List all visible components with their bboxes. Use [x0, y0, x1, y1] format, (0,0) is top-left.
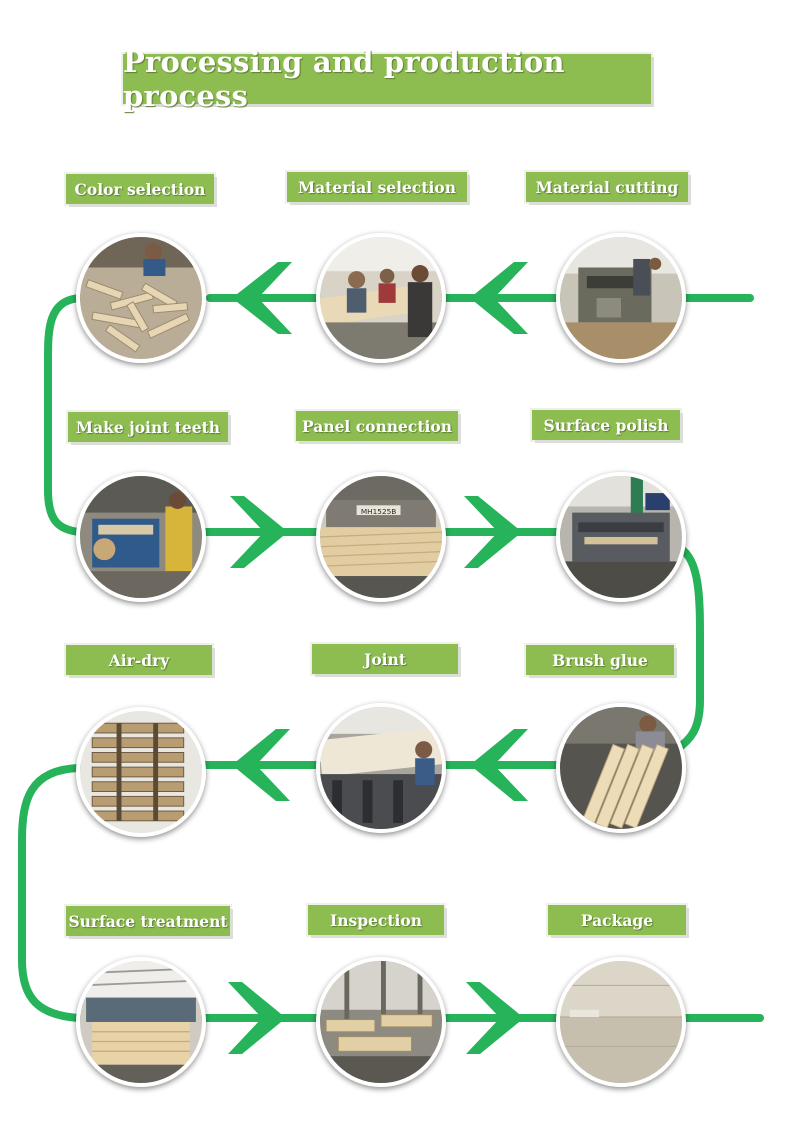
page-title-box: Processing and production process — [123, 45, 651, 113]
step-label-brush-glue: Brush glue — [526, 645, 674, 675]
step-label-color-selection: Color selection — [66, 174, 214, 204]
workers-selection-photo — [316, 233, 446, 363]
joint-press-photo — [316, 703, 446, 833]
treatment-line-photo — [76, 957, 206, 1087]
arrow-left-icon — [232, 729, 290, 801]
polishing-machine-photo — [556, 472, 686, 602]
step-label-air-dry: Air-dry — [66, 645, 212, 675]
panel-connection-machine-photo: MH1525B — [316, 472, 446, 602]
step-label-surface-polish: Surface polish — [532, 410, 680, 440]
arrow-right-icon — [464, 496, 522, 568]
step-label-joint: Joint — [312, 644, 458, 674]
packaged-panels-photo — [556, 957, 686, 1087]
arrow-left-icon — [470, 729, 528, 801]
finger-joint-machine-photo — [76, 472, 206, 602]
step-label-material-selection: Material selection — [287, 172, 467, 202]
page-title: Processing and production process — [123, 45, 565, 113]
arrow-right-icon — [228, 982, 286, 1054]
flow-curve-left-1 — [44, 294, 84, 536]
inspection-warehouse-photo — [316, 957, 446, 1087]
arrow-left-icon — [232, 262, 292, 334]
arrow-right-icon — [466, 982, 524, 1054]
glue-brushing-photo — [556, 703, 686, 833]
arrow-right-icon — [230, 496, 288, 568]
step-label-surface-treatment: Surface treatment — [66, 906, 230, 936]
wood-strips-pile-photo — [76, 233, 206, 363]
stacked-boards-photo — [76, 707, 206, 837]
step-label-make-joint-teeth: Make joint teeth — [68, 412, 228, 442]
cutting-machine-photo — [556, 233, 686, 363]
step-label-package: Package — [548, 905, 686, 935]
step-label-material-cutting: Material cutting — [526, 172, 688, 202]
step-label-panel-connection: Panel connection — [296, 411, 458, 441]
svg-text:MH1525B: MH1525B — [361, 507, 396, 516]
flow-curve-right-1 — [672, 544, 704, 754]
flow-curve-left-2 — [18, 764, 82, 1022]
arrow-left-icon — [470, 262, 528, 334]
step-label-inspection: Inspection — [308, 905, 444, 935]
